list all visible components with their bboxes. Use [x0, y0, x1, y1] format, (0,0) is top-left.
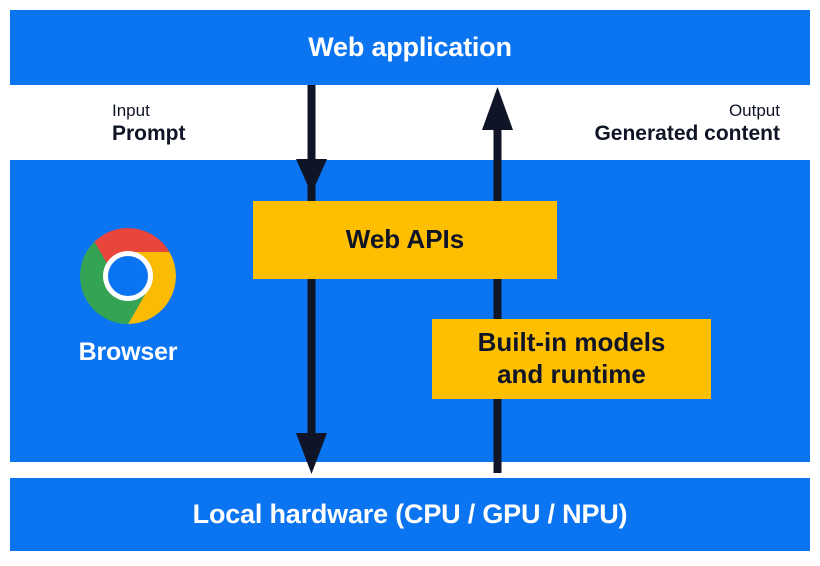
web-application-label: Web application: [308, 32, 512, 62]
output-arrowhead: [482, 87, 513, 130]
band-local-hardware: Local hardware (CPU / GPU / NPU): [10, 478, 810, 551]
web-apis-label: Web APIs: [345, 224, 465, 255]
builtin-models-label: Built-in models and runtime: [478, 327, 666, 390]
local-hardware-label: Local hardware (CPU / GPU / NPU): [192, 499, 628, 529]
input-value-label: Prompt: [112, 122, 186, 146]
output-label-group: Output Generated content: [594, 100, 780, 148]
browser-caption: Browser: [78, 338, 178, 366]
browser-identity: Browser: [70, 228, 186, 367]
band-web-application: Web application: [10, 10, 810, 85]
output-kind-label: Output: [728, 101, 780, 120]
builtin-models-line-2: and runtime: [497, 359, 646, 389]
box-web-apis[interactable]: Web APIs: [253, 201, 557, 279]
output-value-label: Generated content: [594, 122, 780, 146]
input-kind-label: Input: [112, 101, 150, 120]
input-label-group: Input Prompt: [112, 100, 186, 148]
chrome-logo-icon: [80, 228, 176, 324]
builtin-models-line-1: Built-in models: [477, 327, 666, 358]
box-builtin-models[interactable]: Built-in models and runtime: [432, 319, 711, 399]
